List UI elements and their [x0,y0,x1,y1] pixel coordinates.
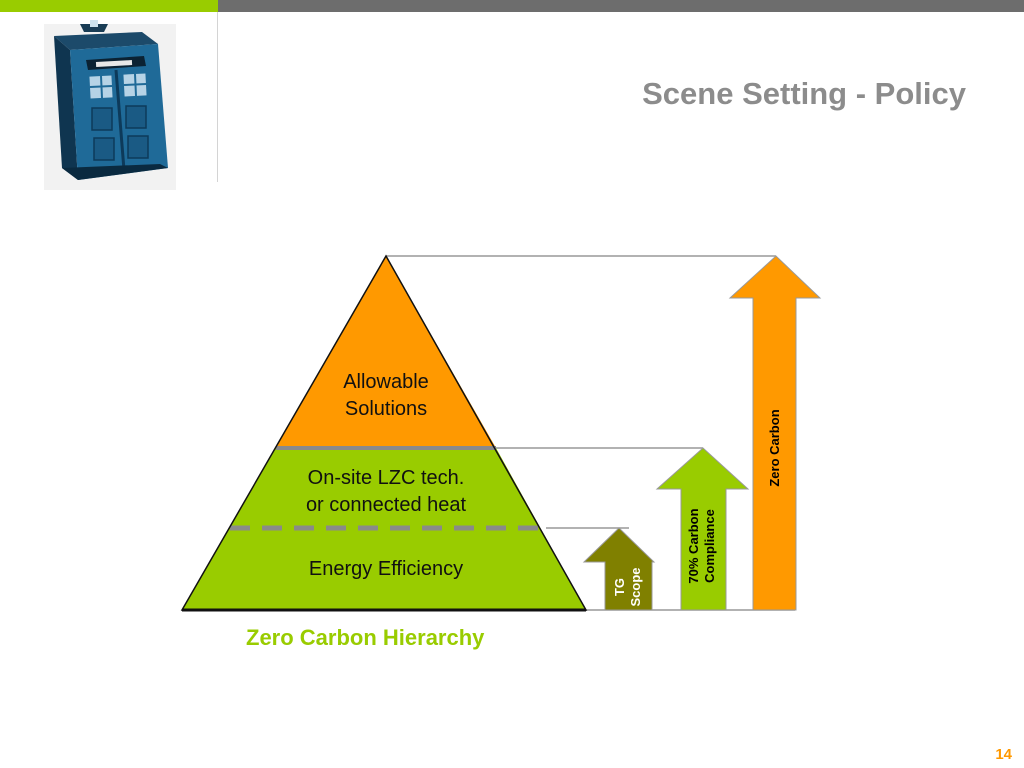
arrow-zero-carbon-label: Zero Carbon [767,409,783,486]
pyramid-caption: Zero Carbon Hierarchy [246,625,485,650]
tier-label-line: Energy Efficiency [308,558,464,580]
page-number: 14 [995,746,1012,763]
slide-title: Scene Setting - Policy [642,76,966,111]
tier-energy-efficiency-label: Energy Efficiency [256,556,516,583]
header-accent-bar [0,0,218,12]
tier-allowable-solutions-label: Allowable Solutions [316,369,456,423]
tier-label-line: or connected heat [305,494,467,516]
pyramid-tier-lzc-and-efficiency [182,448,586,610]
tier-label-line: Solutions [344,398,428,420]
pyramid-tier-allowable-solutions [276,256,496,448]
tier-onsite-lzc-label: On-site LZC tech. or connected heat [276,465,496,519]
arrow-tg-scope [582,527,656,611]
tier-label-line: Allowable [343,371,429,393]
arrow-label-line: TG [612,577,627,597]
arrow-70-carbon-compliance [655,447,750,611]
arrow-70-carbon-compliance-label: 70% Carbon Compliance [686,508,718,583]
arrow-tg-scope-label: TG Scope [612,567,644,606]
arrow-label-line: Scope [628,567,643,607]
police-box-icon [44,20,176,190]
tier-label-line: On-site LZC tech. [307,467,465,489]
police-box-logo [40,20,180,192]
header-bar [218,0,1024,12]
arrow-label-line: 70% Carbon [686,508,701,584]
arrow-label-line: Zero Carbon [767,409,782,487]
arrow-zero-carbon [728,255,822,611]
arrow-label-line: Compliance [702,509,717,583]
logo-divider [217,12,218,182]
